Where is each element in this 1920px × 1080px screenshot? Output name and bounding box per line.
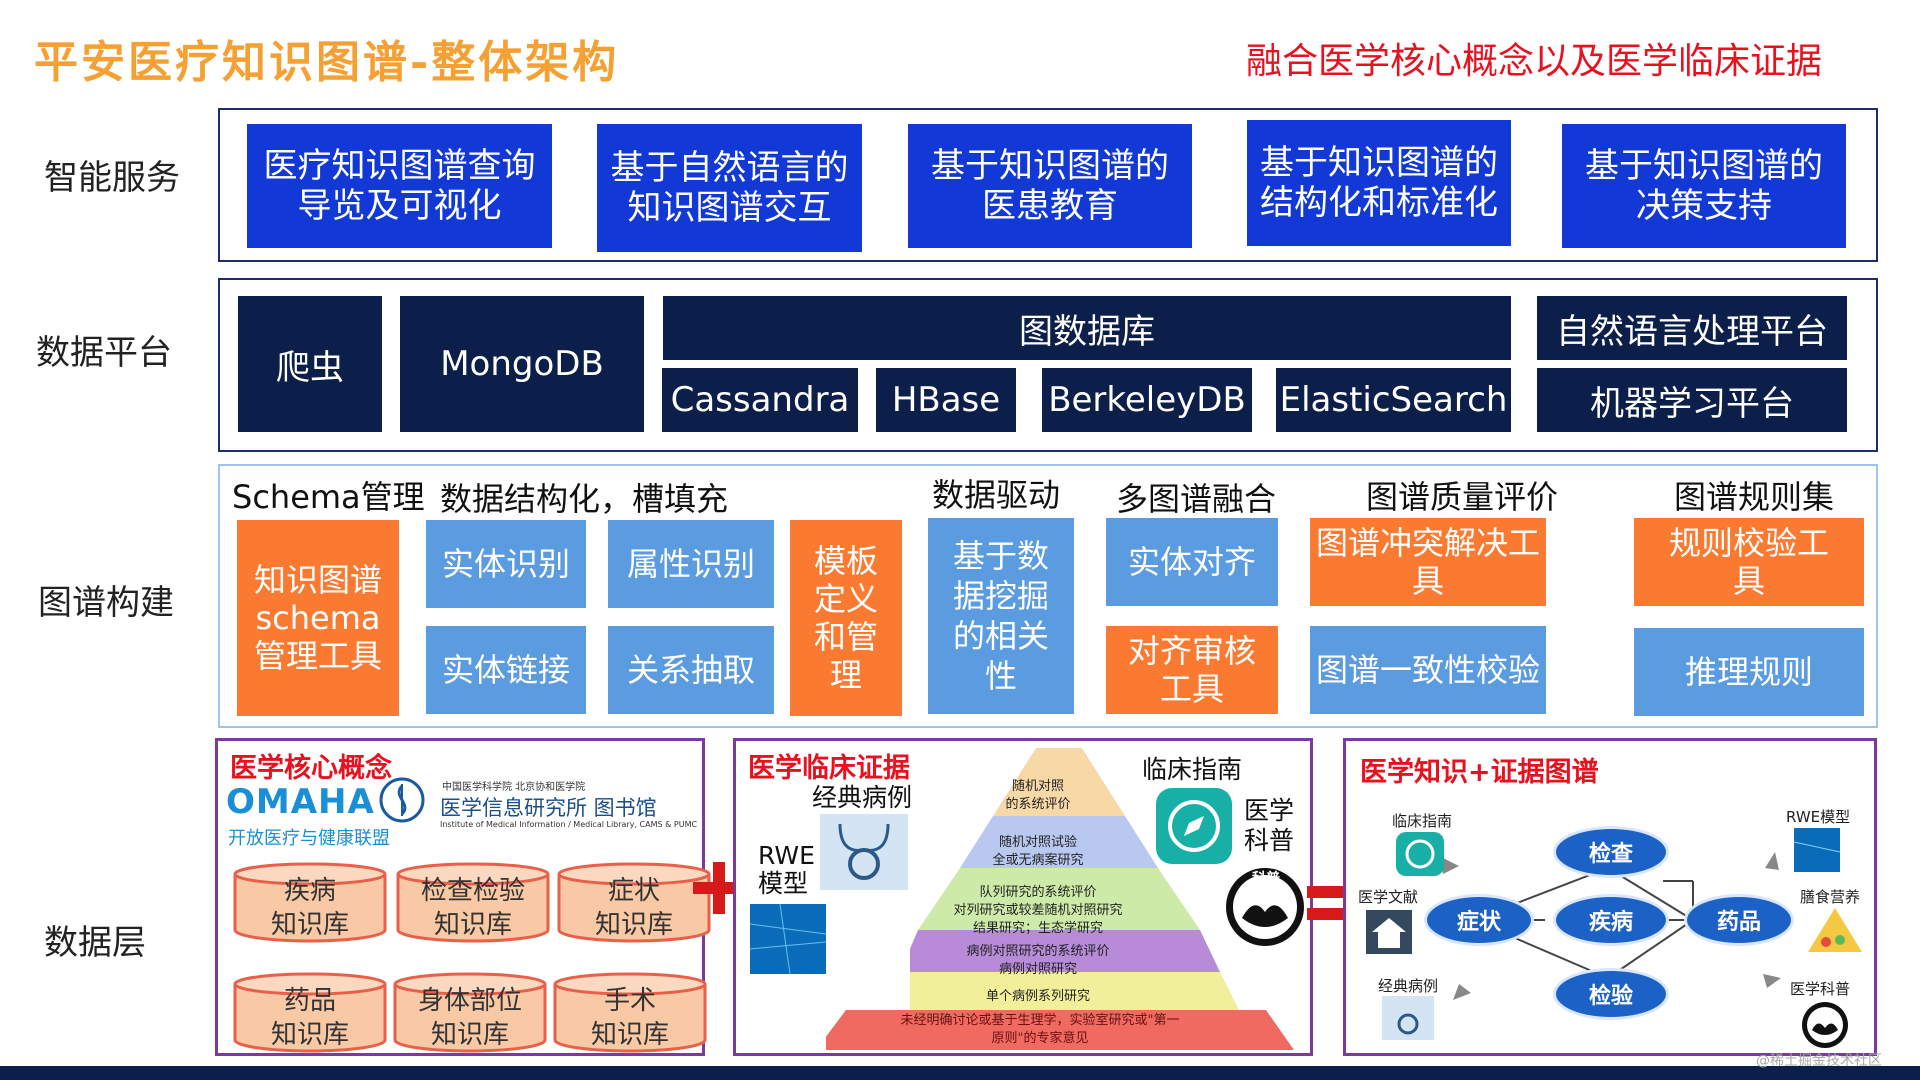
platform-nlp: 自然语言处理平台 — [1537, 296, 1847, 360]
kb-check-cylinder — [396, 862, 550, 943]
plus-sign-v — [713, 862, 725, 914]
popsci-badge-text: 科普 — [1252, 871, 1280, 887]
page-title: 平安医疗知识图谱-整体架构 — [34, 37, 620, 88]
pyramid-level-1: 随机对照 的系统评价 — [1005, 779, 1071, 812]
source-popsci-label: 医学科普 — [1790, 980, 1851, 998]
service-decision-support: 基于知识图谱的 决策支持 — [1562, 124, 1846, 248]
rwe-icon — [1794, 828, 1840, 872]
platform-crawler: 爬虫 — [238, 296, 382, 432]
build-consistency-check: 图谱一致性校验 — [1310, 626, 1546, 714]
platform-cassandra: Cassandra — [662, 368, 858, 432]
pyramid-level-4: 病例对照研究的系统评价 病例对照研究 — [966, 944, 1110, 977]
source-rwe-label: RWE模型 — [1786, 808, 1851, 826]
platform-graph-database: 图数据库 — [663, 296, 1511, 360]
core-concept-title: 医学核心概念 — [230, 753, 392, 784]
build-alignment-review-tool: 对齐审核 工具 — [1106, 626, 1278, 714]
institute-english: Institute of Medical Information / Medic… — [440, 820, 698, 829]
platform-hbase: HBase — [876, 368, 1016, 432]
build-relation-extraction: 关系抽取 — [608, 626, 774, 714]
build-template-management: 模板 定义 和管 理 — [790, 520, 902, 716]
build-header-quality: 图谱质量评价 — [1366, 478, 1559, 516]
source-clinical-guide-label: 临床指南 — [1392, 812, 1453, 830]
kb-surgery-label: 手术 知识库 — [590, 986, 669, 1050]
rwe-data-image-icon — [750, 904, 826, 974]
literature-house-icon — [1366, 910, 1412, 954]
stethoscope-image-icon — [820, 814, 908, 890]
pyramid-level-5: 单个病例系列研究 — [985, 989, 1090, 1004]
pyramid-level-2: 随机对照试验 全或无病案研究 — [992, 835, 1084, 868]
compass-icon — [1156, 788, 1232, 864]
institute-name: 医学信息研究所 图书馆 — [440, 796, 657, 820]
platform-mongodb: MongoDB — [400, 296, 644, 432]
popsci-small-icon — [1802, 1002, 1848, 1048]
case-stethoscope-icon — [1382, 996, 1434, 1040]
institute-header: 中国医学科学院 北京协和医学院 — [442, 782, 586, 793]
service-standardization: 基于知识图谱的 结构化和标准化 — [1247, 120, 1511, 246]
evidence-pyramid-base — [826, 1010, 1294, 1050]
equals-sign-bottom — [1307, 908, 1349, 920]
clinical-guide-icon — [1396, 832, 1444, 876]
node-check: 检查 — [1553, 826, 1669, 878]
build-header-structuring: 数据结构化，槽填充 — [440, 480, 729, 518]
source-diet-label: 膳食营养 — [1800, 888, 1861, 906]
kb-check-label: 检查检验 知识库 — [420, 876, 525, 940]
rwe-model-label: RWE 模型 — [758, 841, 815, 898]
kb-drug-label: 药品 知识库 — [270, 986, 349, 1050]
row-label-platform: 数据平台 — [36, 333, 172, 373]
kb-disease-cylinder — [233, 862, 387, 943]
build-rule-check-tool: 规则校验工 具 — [1634, 518, 1864, 606]
row-label-data: 数据层 — [44, 923, 146, 963]
build-header-fusion: 多图谱融合 — [1116, 480, 1277, 518]
node-test: 检验 — [1553, 968, 1669, 1020]
bottom-bar — [0, 1066, 1920, 1080]
clinical-evidence-title: 医学临床证据 — [748, 753, 910, 784]
cams-emblem-icon — [379, 777, 425, 823]
clinical-guide-label: 临床指南 — [1142, 755, 1243, 784]
diet-pyramid-icon — [1808, 908, 1862, 952]
kb-disease-label: 疾病 知识库 — [270, 876, 349, 940]
kb-body-label: 身体部位 知识库 — [417, 986, 522, 1050]
kb-symptom-label: 症状 知识库 — [594, 876, 673, 940]
build-header-schema: Schema管理 — [232, 478, 425, 516]
classic-cases-label: 经典病例 — [812, 783, 913, 812]
build-attribute-recognition: 属性识别 — [608, 520, 774, 608]
build-entity-linking: 实体链接 — [426, 626, 586, 714]
medical-popsci-label: 医学 科普 — [1244, 796, 1295, 855]
build-entity-recognition: 实体识别 — [426, 520, 586, 608]
build-header-rules: 图谱规则集 — [1674, 478, 1835, 516]
pyramid-level-3: 队列研究的系统评价 对列研究或较差随机对照研究 结果研究；生态学研究 — [953, 885, 1123, 936]
source-literature-label: 医学文献 — [1358, 888, 1419, 906]
build-entity-alignment: 实体对齐 — [1106, 518, 1278, 606]
build-data-mining: 基于数 据挖掘 的相关 性 — [928, 518, 1074, 714]
knowledge-evidence-graph-title: 医学知识+证据图谱 — [1360, 757, 1599, 788]
service-patient-education: 基于知识图谱的 医患教育 — [908, 124, 1192, 248]
row-label-service: 智能服务 — [44, 158, 180, 198]
row-label-build: 图谱构建 — [38, 583, 174, 623]
build-reasoning-rules: 推理规则 — [1634, 628, 1864, 716]
service-nl-interaction: 基于自然语言的 知识图谱交互 — [597, 124, 862, 252]
kb-surgery-cylinder — [553, 972, 707, 1053]
node-drug: 药品 — [1684, 894, 1794, 946]
omaha-subtitle: 开放医疗与健康联盟 — [228, 828, 390, 849]
kb-body-cylinder — [393, 972, 547, 1053]
kb-drug-cylinder — [233, 972, 387, 1053]
kb-symptom-cylinder — [557, 862, 711, 943]
popsci-badge-icon — [1226, 868, 1304, 946]
node-symptom: 症状 — [1424, 894, 1534, 946]
platform-elasticsearch: ElasticSearch — [1276, 368, 1511, 432]
platform-ml: 机器学习平台 — [1537, 368, 1847, 432]
build-header-data-driven: 数据驱动 — [932, 476, 1061, 514]
page-subtitle: 融合医学核心概念以及医学临床证据 — [1246, 41, 1823, 82]
equals-sign-top — [1307, 886, 1349, 898]
node-disease: 疾病 — [1553, 894, 1669, 946]
service-query-visualize: 医疗知识图谱查询 导览及可视化 — [247, 124, 552, 248]
pyramid-level-6: 未经明确讨论或基于生理学，实验室研究或"第一 原则"的专家意见 — [900, 1013, 1180, 1046]
evidence-pyramid — [910, 748, 1240, 1012]
omaha-logo: OMAHA — [226, 782, 375, 822]
build-schema-tool: 知识图谱 schema 管理工具 — [237, 520, 399, 716]
platform-berkeleydb: BerkeleyDB — [1042, 368, 1252, 432]
build-conflict-resolution: 图谱冲突解决工具 — [1310, 518, 1546, 606]
source-case-label: 经典病例 — [1378, 977, 1439, 995]
watermark: @稀土掘金技术社区 — [1756, 1053, 1882, 1069]
